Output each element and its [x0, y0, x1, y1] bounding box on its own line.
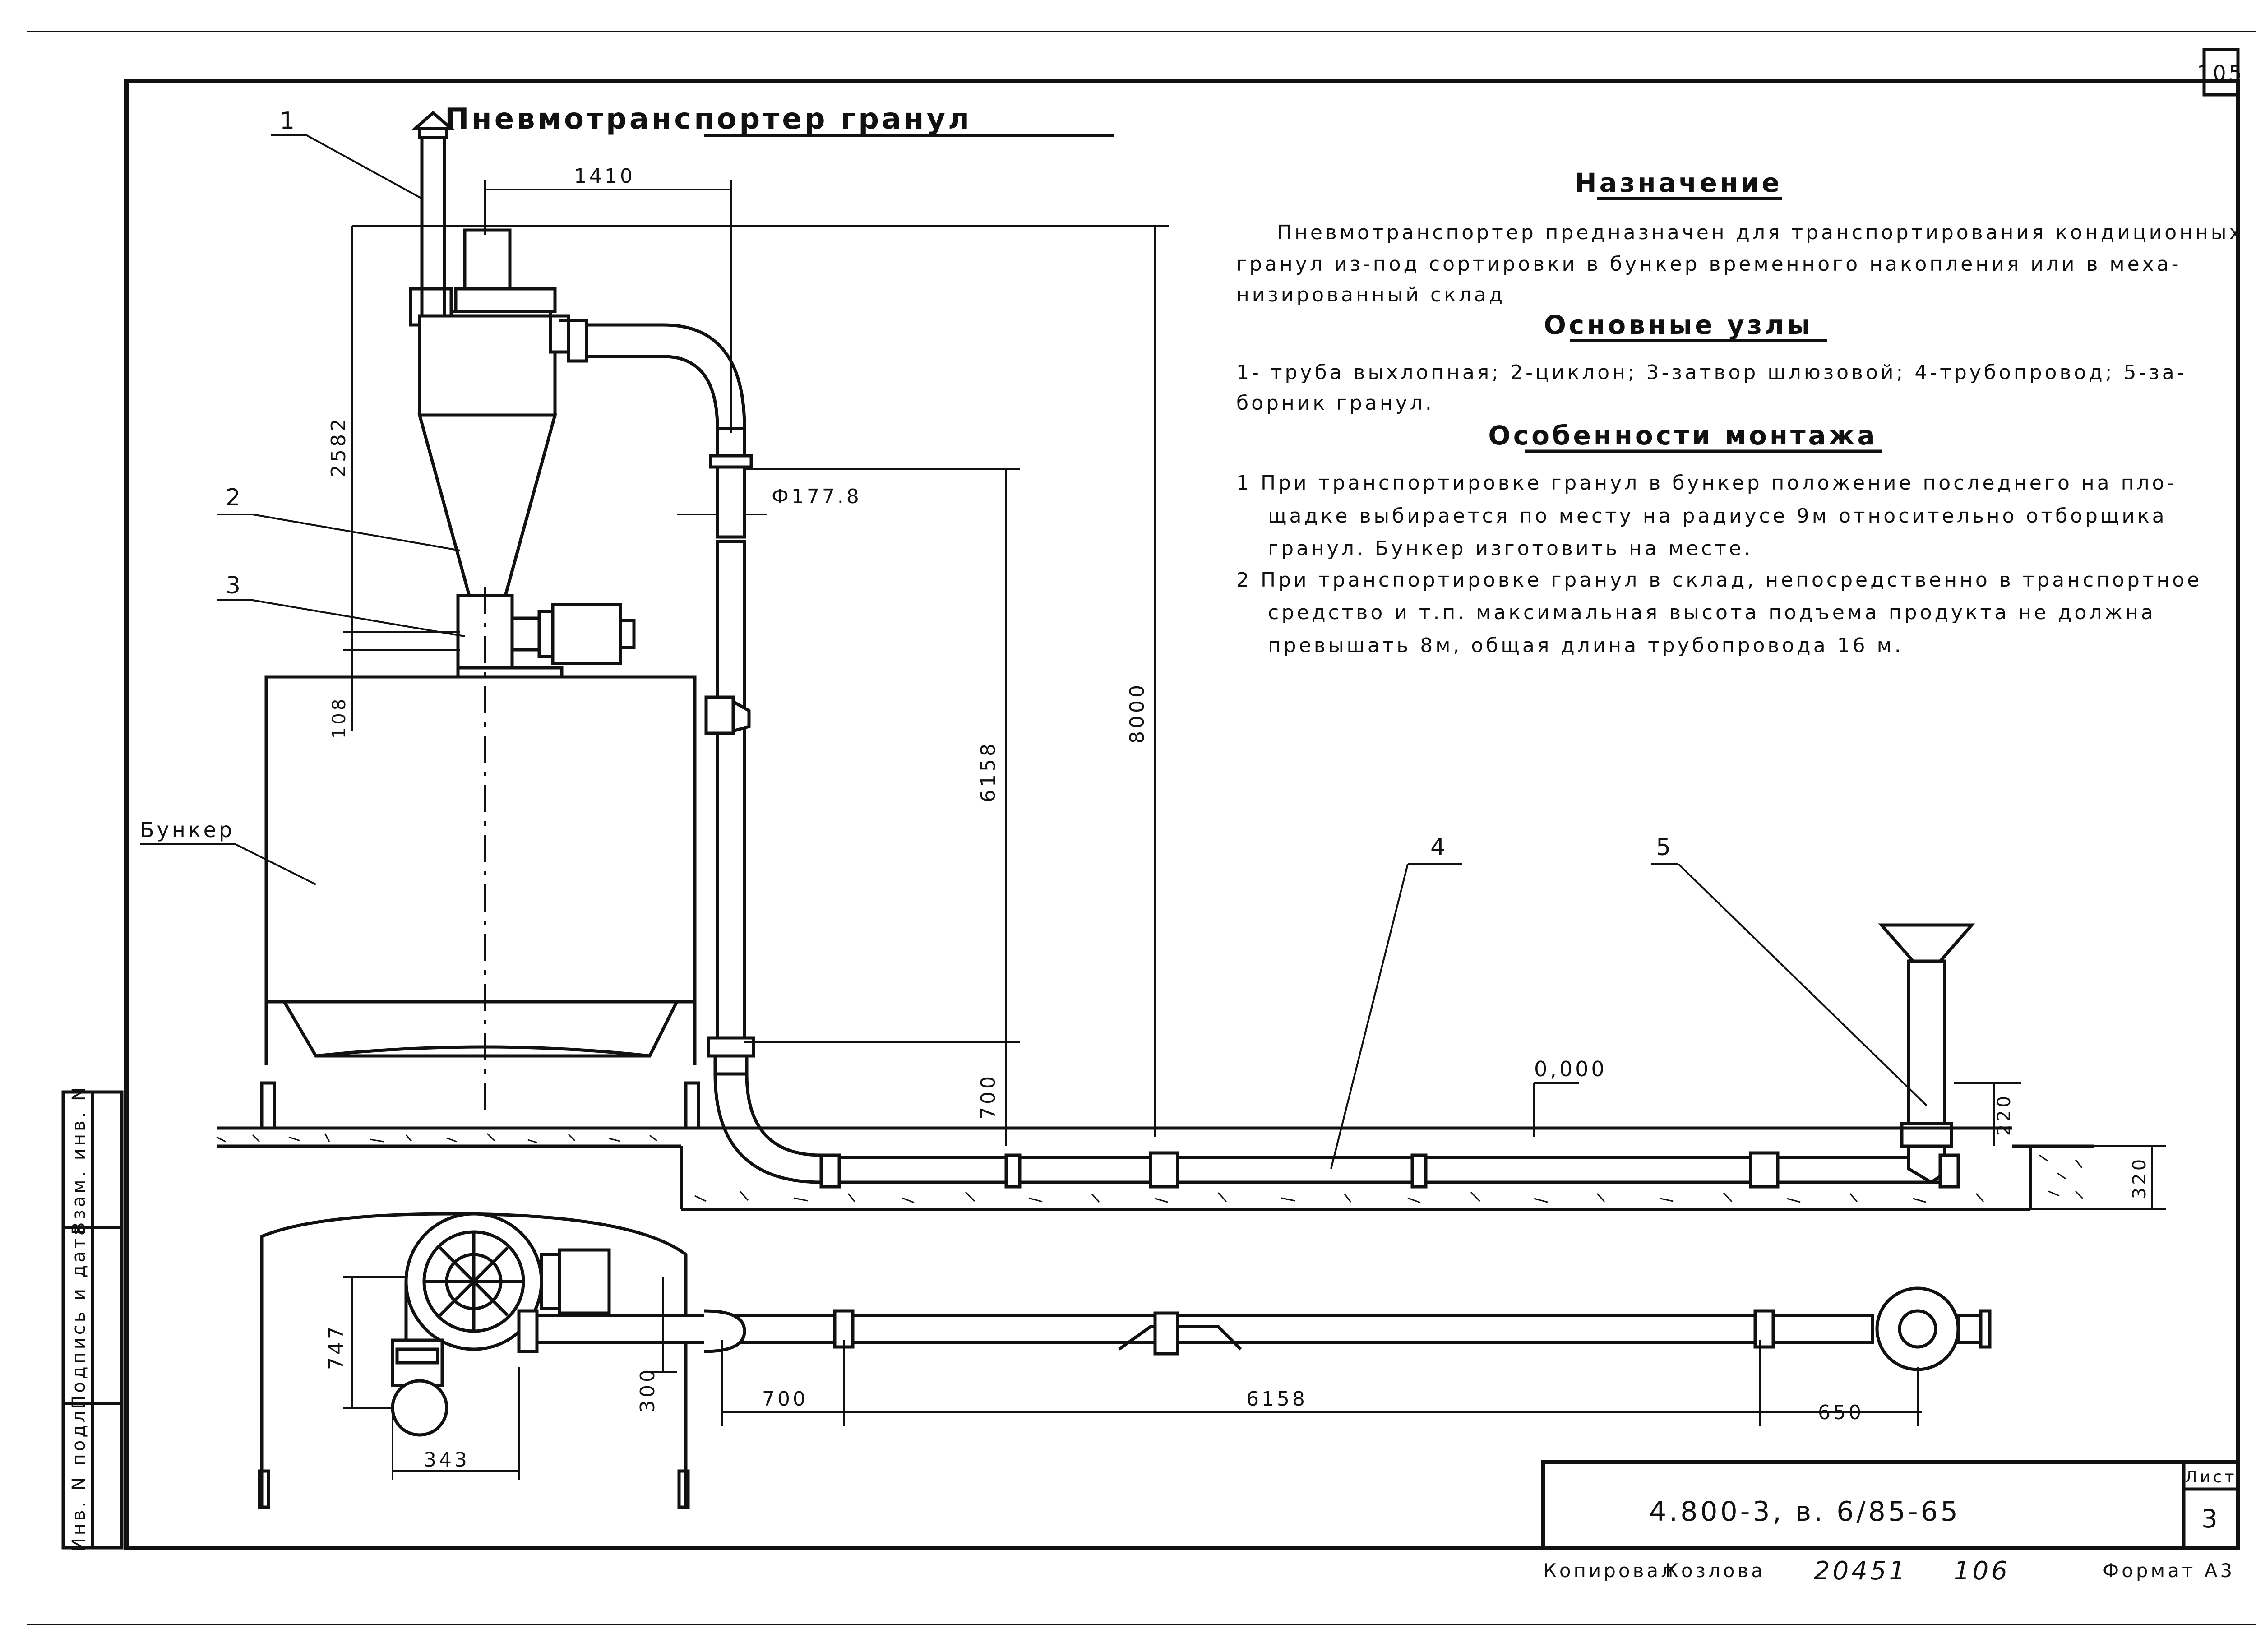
sheet-frame — [27, 31, 2256, 1625]
purpose-heading: Назначение — [1575, 167, 1782, 198]
dim-650: 650 — [1818, 1401, 1864, 1424]
callout-5: 5 — [1656, 834, 1674, 861]
exhaust-pipe — [409, 111, 456, 329]
purpose-section: Назначение Пневмотранспортер предназначе… — [1236, 167, 2244, 306]
dim-6158-horizontal: 6158 — [1246, 1388, 1308, 1411]
title-block — [1541, 1460, 2240, 1550]
sheet-number: 3 — [2201, 1504, 2220, 1534]
mounting-section: Особенности монтажа 1 При транспортировк… — [1236, 420, 2202, 657]
drawing-title: Пневмотранспортер гранул — [445, 102, 972, 136]
format-label: Формат А3 — [2103, 1559, 2235, 1582]
cyclone-fan — [449, 228, 557, 322]
dim-level-zero: 0,000 — [1534, 1057, 1607, 1081]
mounting-line-3: гранул. Бункер изготовить на месте. — [1268, 537, 1753, 560]
drawing-code: 4.800-3, в. 6/85-65 — [1649, 1496, 1960, 1527]
purpose-line-2: гранул из-под сортировки в бункер времен… — [1236, 253, 2182, 276]
mounting-line-1: 1 При транспортировке гранул в бункер по… — [1236, 472, 2177, 495]
dim-1410: 1410 — [574, 165, 635, 188]
purpose-line-3: низированный склад — [1236, 283, 1505, 306]
copied-name: Козлова — [1665, 1559, 1766, 1582]
callout-2: 2 — [226, 484, 243, 511]
dim-108: 108 — [329, 696, 350, 739]
mounting-line-2: щадке выбирается по месту на радиусе 9м … — [1268, 504, 2167, 528]
purpose-line-1: Пневмотранспортер предназначен для транс… — [1277, 221, 2244, 244]
sheet-label: Лист — [2185, 1468, 2237, 1486]
dim-2582: 2582 — [327, 416, 350, 477]
bunker — [260, 675, 700, 1130]
units-section: Основные узлы 1- труба выхлопная; 2-цикл… — [1236, 310, 2187, 415]
units-line-2: борник гранул. — [1236, 392, 1434, 415]
cyclone — [417, 314, 570, 597]
callout-leaders — [140, 134, 1928, 1169]
granule-pickup — [1878, 923, 1975, 1189]
order-extra: 106 — [1954, 1556, 2010, 1586]
dim-8000: 8000 — [1126, 682, 1149, 744]
dim-320: 320 — [2129, 1157, 2150, 1199]
page-number: 105 — [2197, 61, 2245, 85]
side-stamp — [61, 1090, 124, 1550]
conveying-pipe-vertical — [559, 319, 823, 1184]
copied-label: Копировал — [1543, 1559, 1676, 1582]
mounting-heading: Особенности монтажа — [1488, 420, 1877, 451]
dim-300: 300 — [636, 1367, 659, 1413]
callout-3: 3 — [226, 572, 243, 599]
mounting-line-6: превышать 8м, общая длина трубопровода 1… — [1268, 634, 1904, 657]
plan-view — [258, 1212, 1992, 1509]
callout-4: 4 — [1430, 834, 1448, 861]
order-number: 20451 — [1814, 1556, 1908, 1586]
dim-747: 747 — [325, 1324, 348, 1370]
callout-1: 1 — [280, 107, 297, 134]
mounting-line-5: средство и т.п. максимальная высота подъ… — [1268, 601, 2156, 624]
ground-hatching — [216, 1126, 2094, 1211]
dim-220: 220 — [1994, 1093, 2015, 1136]
callout-bunker: Бункер — [140, 818, 235, 842]
plan-dimensions — [343, 1276, 1922, 1480]
units-heading: Основные узлы — [1544, 310, 1813, 340]
stamp-cell-replacement: Взам. инв. N — [69, 1085, 89, 1235]
dim-700-horizontal: 700 — [762, 1388, 808, 1411]
stamp-cell-signature: Подпись и дата — [69, 1222, 89, 1409]
conveying-pipe-horizontal — [819, 1151, 1942, 1189]
dim-343: 343 — [424, 1448, 470, 1472]
dim-700-vertical: 700 — [977, 1074, 1000, 1120]
sluice-valve — [456, 594, 636, 679]
dim-pipe-diameter: Ф177.8 — [772, 485, 862, 508]
stamp-cell-inv: Инв. N подл. — [69, 1400, 89, 1551]
dim-6158-vertical: 6158 — [977, 741, 1000, 802]
elevation-dimensions — [343, 180, 2166, 1210]
units-line-1: 1- труба выхлопная; 2-циклон; 3-затвор ш… — [1236, 361, 2187, 384]
mounting-line-4: 2 При транспортировке гранул в склад, не… — [1236, 569, 2202, 592]
